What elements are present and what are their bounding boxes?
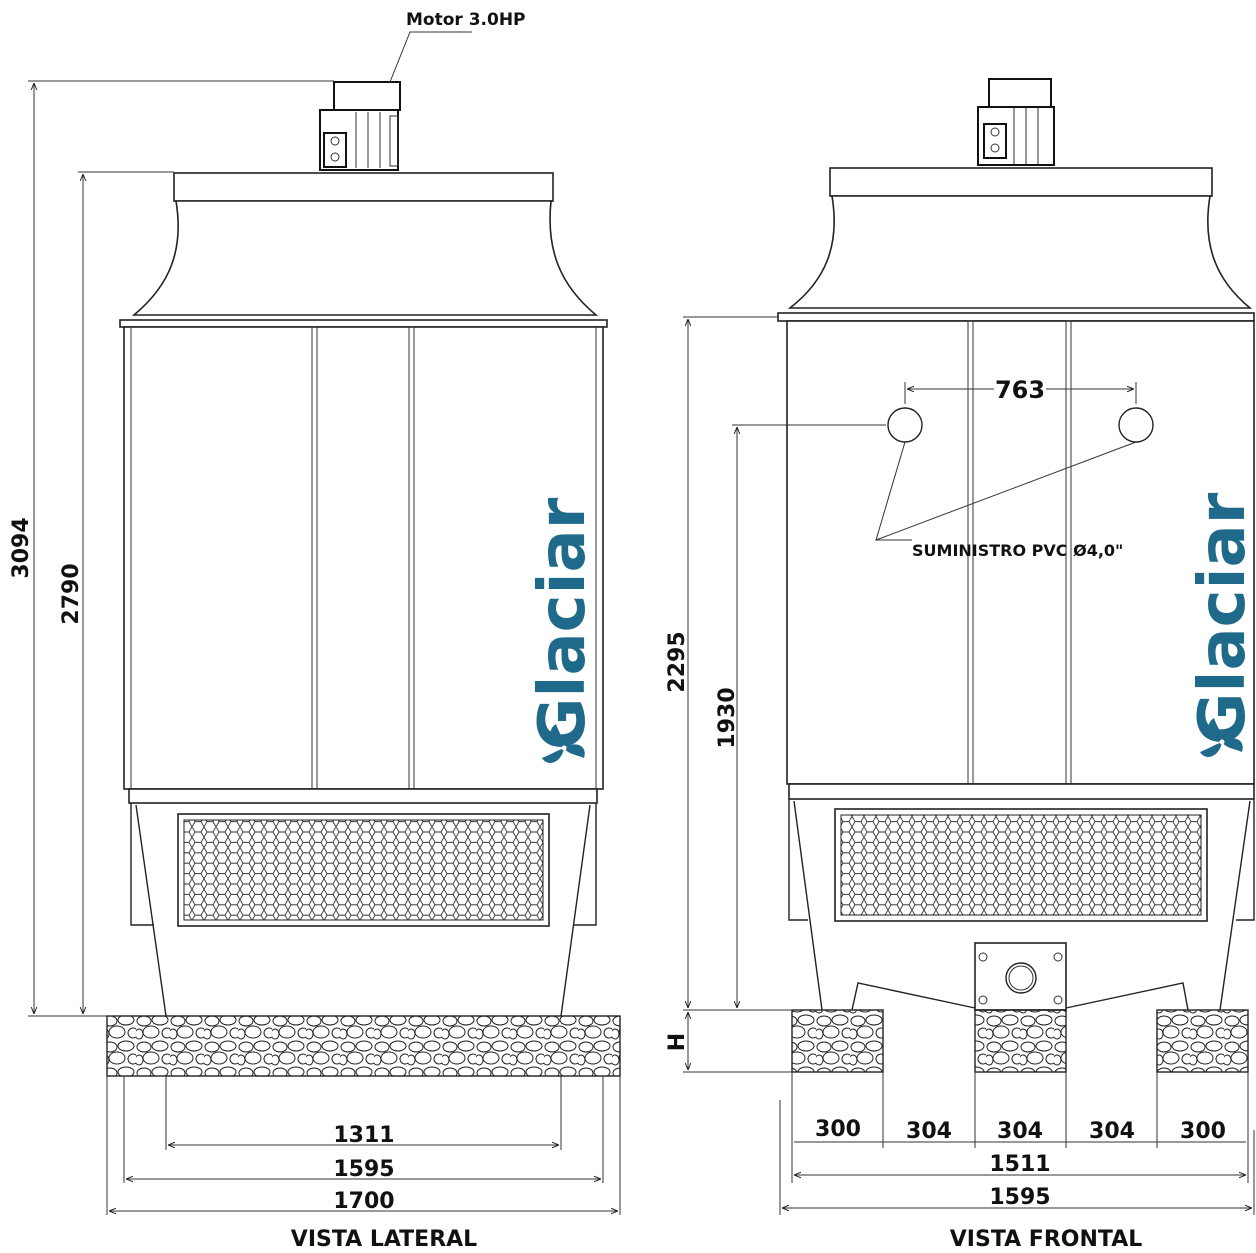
fan-deck (173, 172, 554, 202)
fan-cowl (131, 200, 599, 316)
concrete-base (106, 1015, 621, 1077)
glaciar-logo: Glaciar (1186, 492, 1256, 757)
motor-label: Motor 3.0HP (406, 10, 526, 30)
dim-segment-3: 304 (997, 1119, 1043, 1144)
glaciar-logo: Glaciar (526, 497, 600, 763)
svg-text:Glaciar: Glaciar (1186, 492, 1256, 745)
base-pad (974, 1009, 1067, 1073)
dim-base-height: H (665, 1033, 690, 1051)
side-view: Glaciar Motor 3.0HP 3094 2790 1311 (9, 10, 621, 1252)
dim-body-height: 2790 (59, 563, 84, 624)
drain-box (974, 942, 1067, 1011)
dim-segment-4: 304 (1089, 1119, 1135, 1144)
front-view-title: VISTA FRONTAL (950, 1227, 1142, 1252)
base-pad (791, 1009, 884, 1073)
casing (123, 326, 604, 790)
motor-icon (319, 81, 401, 171)
dim-total-height: 3094 (9, 517, 34, 578)
dim-inlet-height: 1930 (715, 687, 740, 748)
fan-cowl (787, 195, 1253, 309)
dim-segment-5: 300 (1180, 1119, 1226, 1144)
dim-segment-2: 304 (906, 1119, 952, 1144)
dim-inner-width: 1311 (333, 1123, 394, 1148)
base-pad (1156, 1009, 1249, 1073)
dim-segment-1: 300 (815, 1117, 861, 1142)
dim-width: 1595 (989, 1185, 1050, 1210)
motor-icon (977, 78, 1055, 166)
dim-inner-width: 1511 (989, 1152, 1050, 1177)
dim-base-width: 1700 (333, 1189, 394, 1214)
dim-width: 1595 (333, 1157, 394, 1182)
casing (786, 320, 1255, 785)
front-view: 763 SUMINISTRO PVC Ø4,0" Glaciar 2295 19… (665, 78, 1256, 1252)
side-view-title: VISTA LATERAL (291, 1227, 477, 1252)
supply-label: SUMINISTRO PVC Ø4,0" (912, 541, 1123, 560)
dim-inlet-spacing: 763 (995, 376, 1045, 404)
dim-height: 2295 (665, 631, 690, 692)
fan-deck (829, 167, 1213, 197)
svg-text:Glaciar: Glaciar (526, 497, 600, 750)
